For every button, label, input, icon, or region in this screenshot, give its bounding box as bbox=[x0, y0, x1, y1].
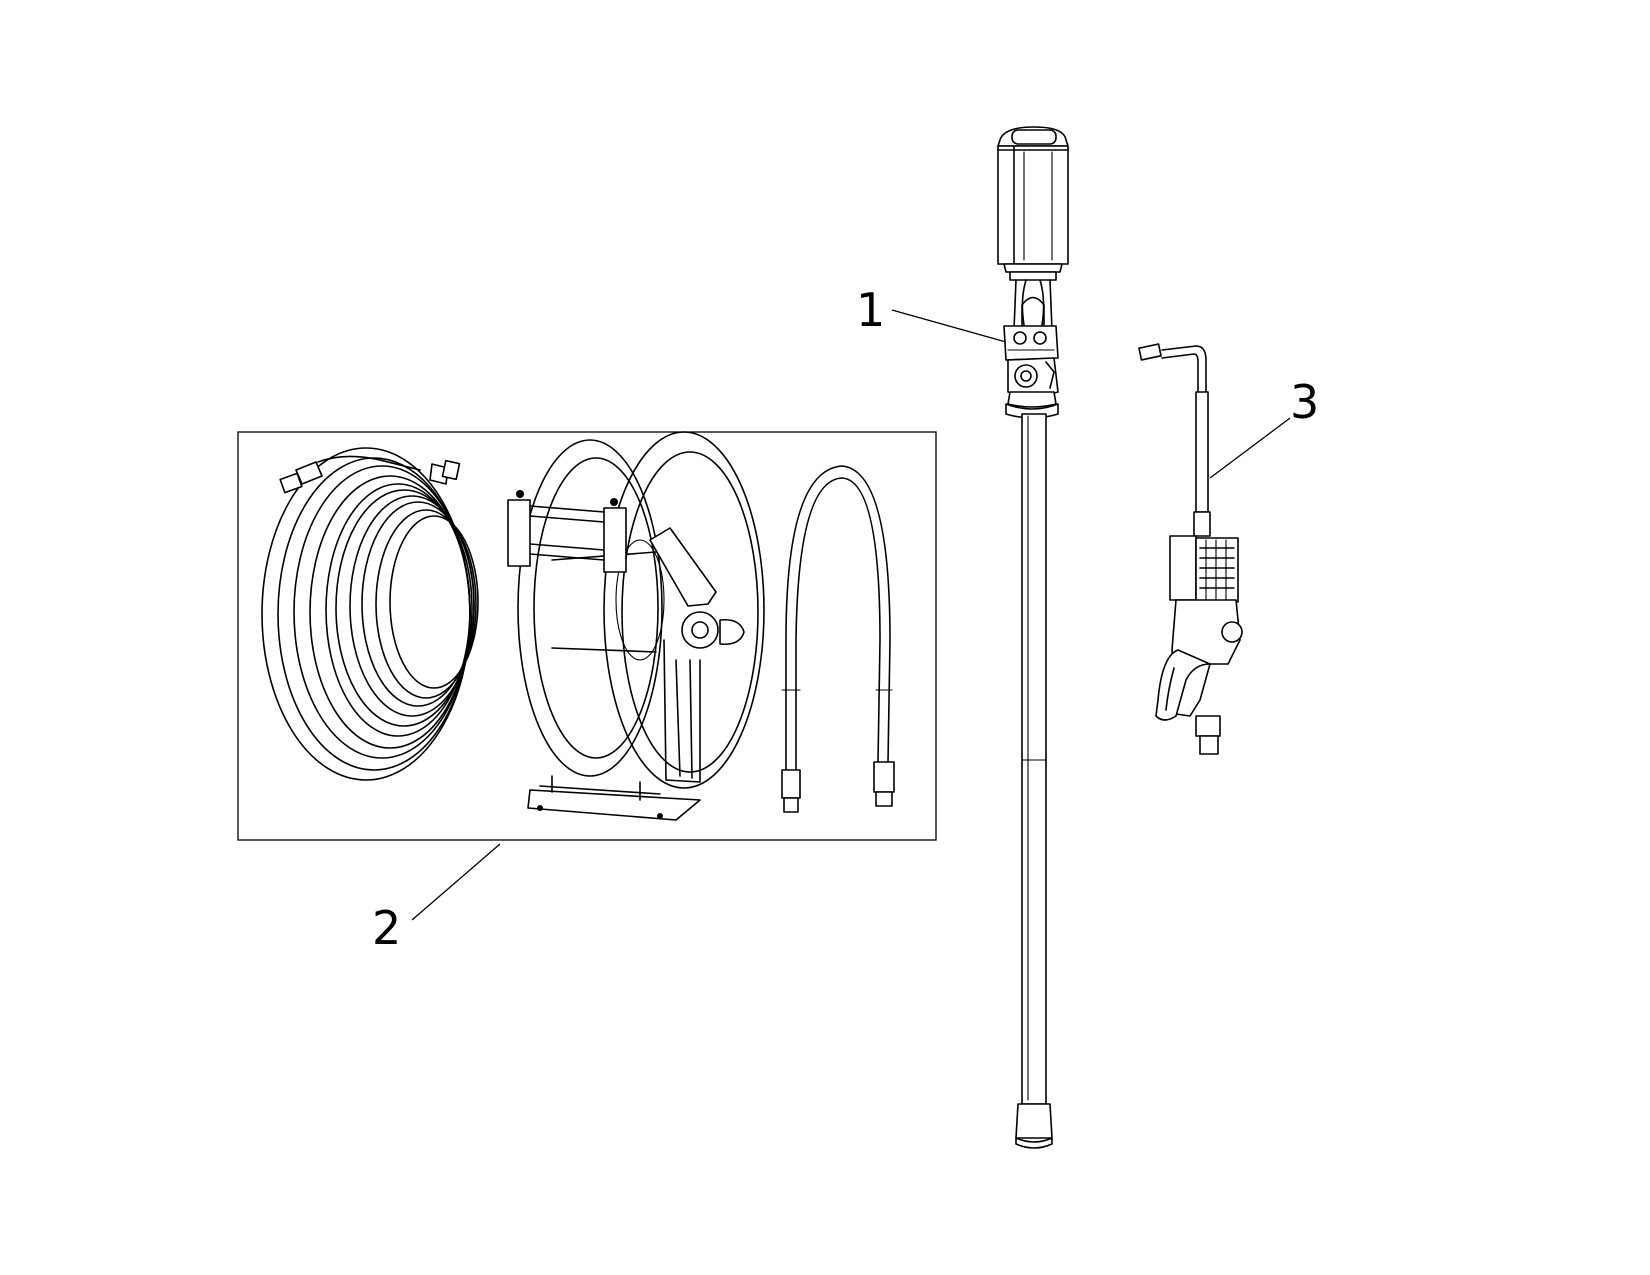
pump-assembly bbox=[997, 126, 1069, 1149]
callout-label-3: 3 bbox=[1290, 375, 1319, 429]
callout-label-2: 2 bbox=[372, 901, 401, 955]
hose-reel bbox=[507, 431, 765, 821]
callout-label-1: 1 bbox=[856, 283, 885, 337]
whip-hose bbox=[781, 465, 895, 813]
callout-1: 1 bbox=[856, 283, 1007, 343]
dispense-nozzle bbox=[1138, 343, 1243, 755]
item-2-kit-frame bbox=[237, 431, 937, 841]
coiled-hose bbox=[261, 447, 479, 781]
callout-3: 3 bbox=[1209, 375, 1319, 479]
callout-2: 2 bbox=[372, 843, 501, 955]
